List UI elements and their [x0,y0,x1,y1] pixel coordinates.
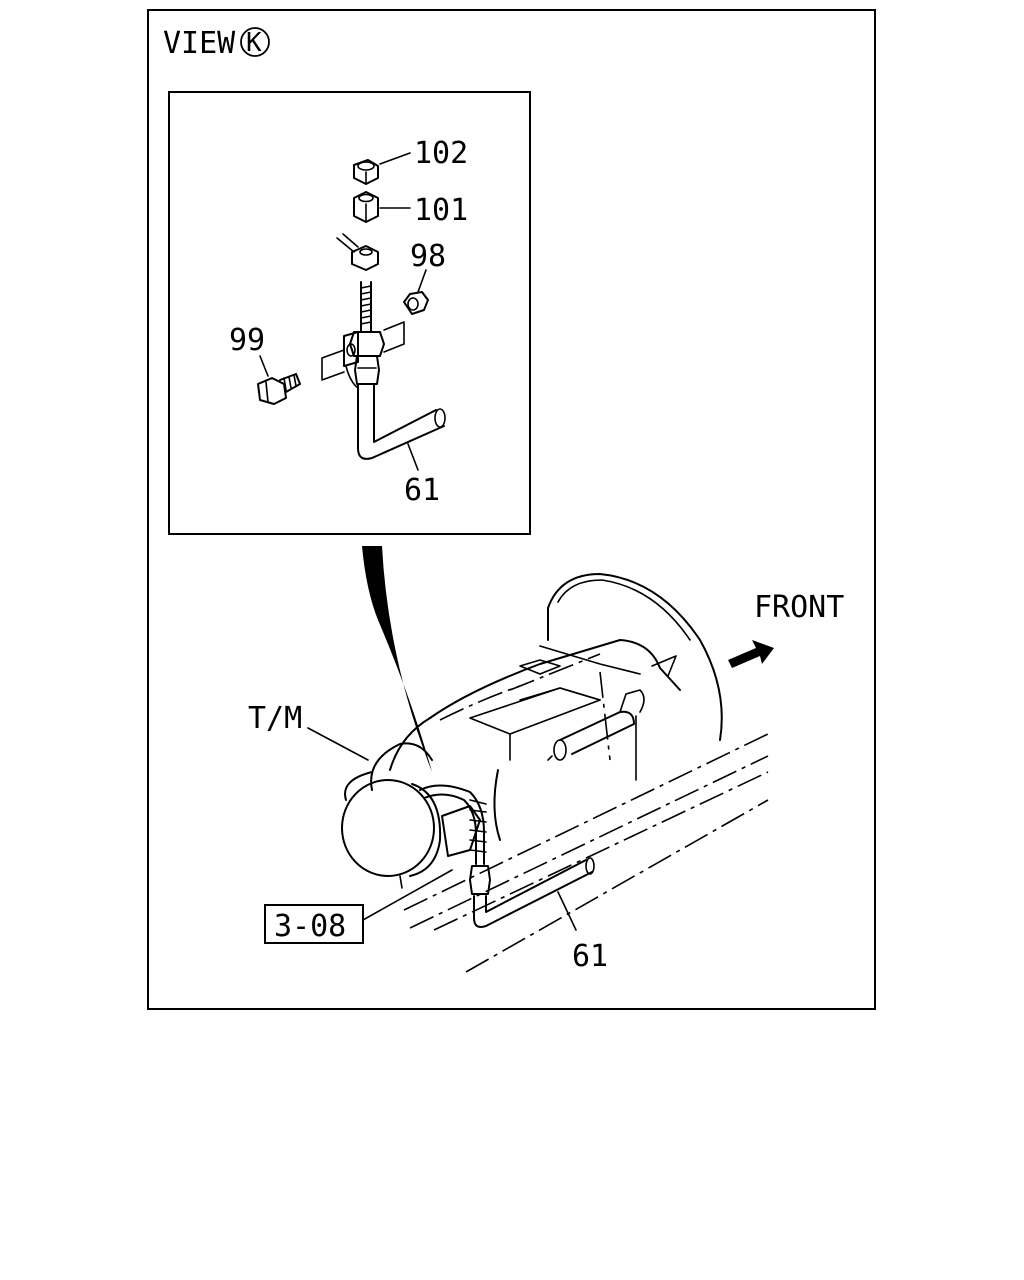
callout-98: 98 [410,239,446,274]
callout-102: 102 [414,136,468,171]
leader-61-main [557,891,577,931]
front-arrow [728,640,774,668]
chassis-line-1 [403,733,769,911]
nut-98 [403,291,429,315]
bolt-99 [257,373,301,405]
view-label: VIEW [163,26,236,61]
chassis-line-4 [465,799,769,973]
outer-frame [147,9,876,1010]
view-letter-circle: K [240,27,270,58]
leader-61-detail [407,443,419,471]
leader-tm [307,727,369,761]
nut-102 [353,159,379,185]
transmission-assembly [341,573,723,928]
leader-102 [379,152,411,165]
hose-fitting [349,281,385,399]
detail-inset-frame [168,91,531,535]
ref-box-3-08 [264,904,364,944]
ref-box-label: 3-08 [274,909,346,944]
tm-label: T/M [248,701,302,736]
svg-text:K: K [246,28,262,58]
callout-99: 99 [229,323,265,358]
bracket-fragment [336,233,379,271]
callout-61-main: 61 [572,939,608,974]
leader-98 [417,269,427,293]
pipe-61-detail [357,397,446,460]
chassis-line-3 [433,771,769,931]
front-label: FRONT [754,590,844,625]
callout-101: 101 [414,193,468,228]
detail-pointer [362,546,432,772]
leader-ref-box [362,869,453,921]
chassis-line-2 [409,755,769,929]
leader-99 [259,355,269,377]
sleeve-nut-101 [353,191,379,223]
callout-61-detail: 61 [404,473,440,508]
mounting-bracket [321,321,405,389]
